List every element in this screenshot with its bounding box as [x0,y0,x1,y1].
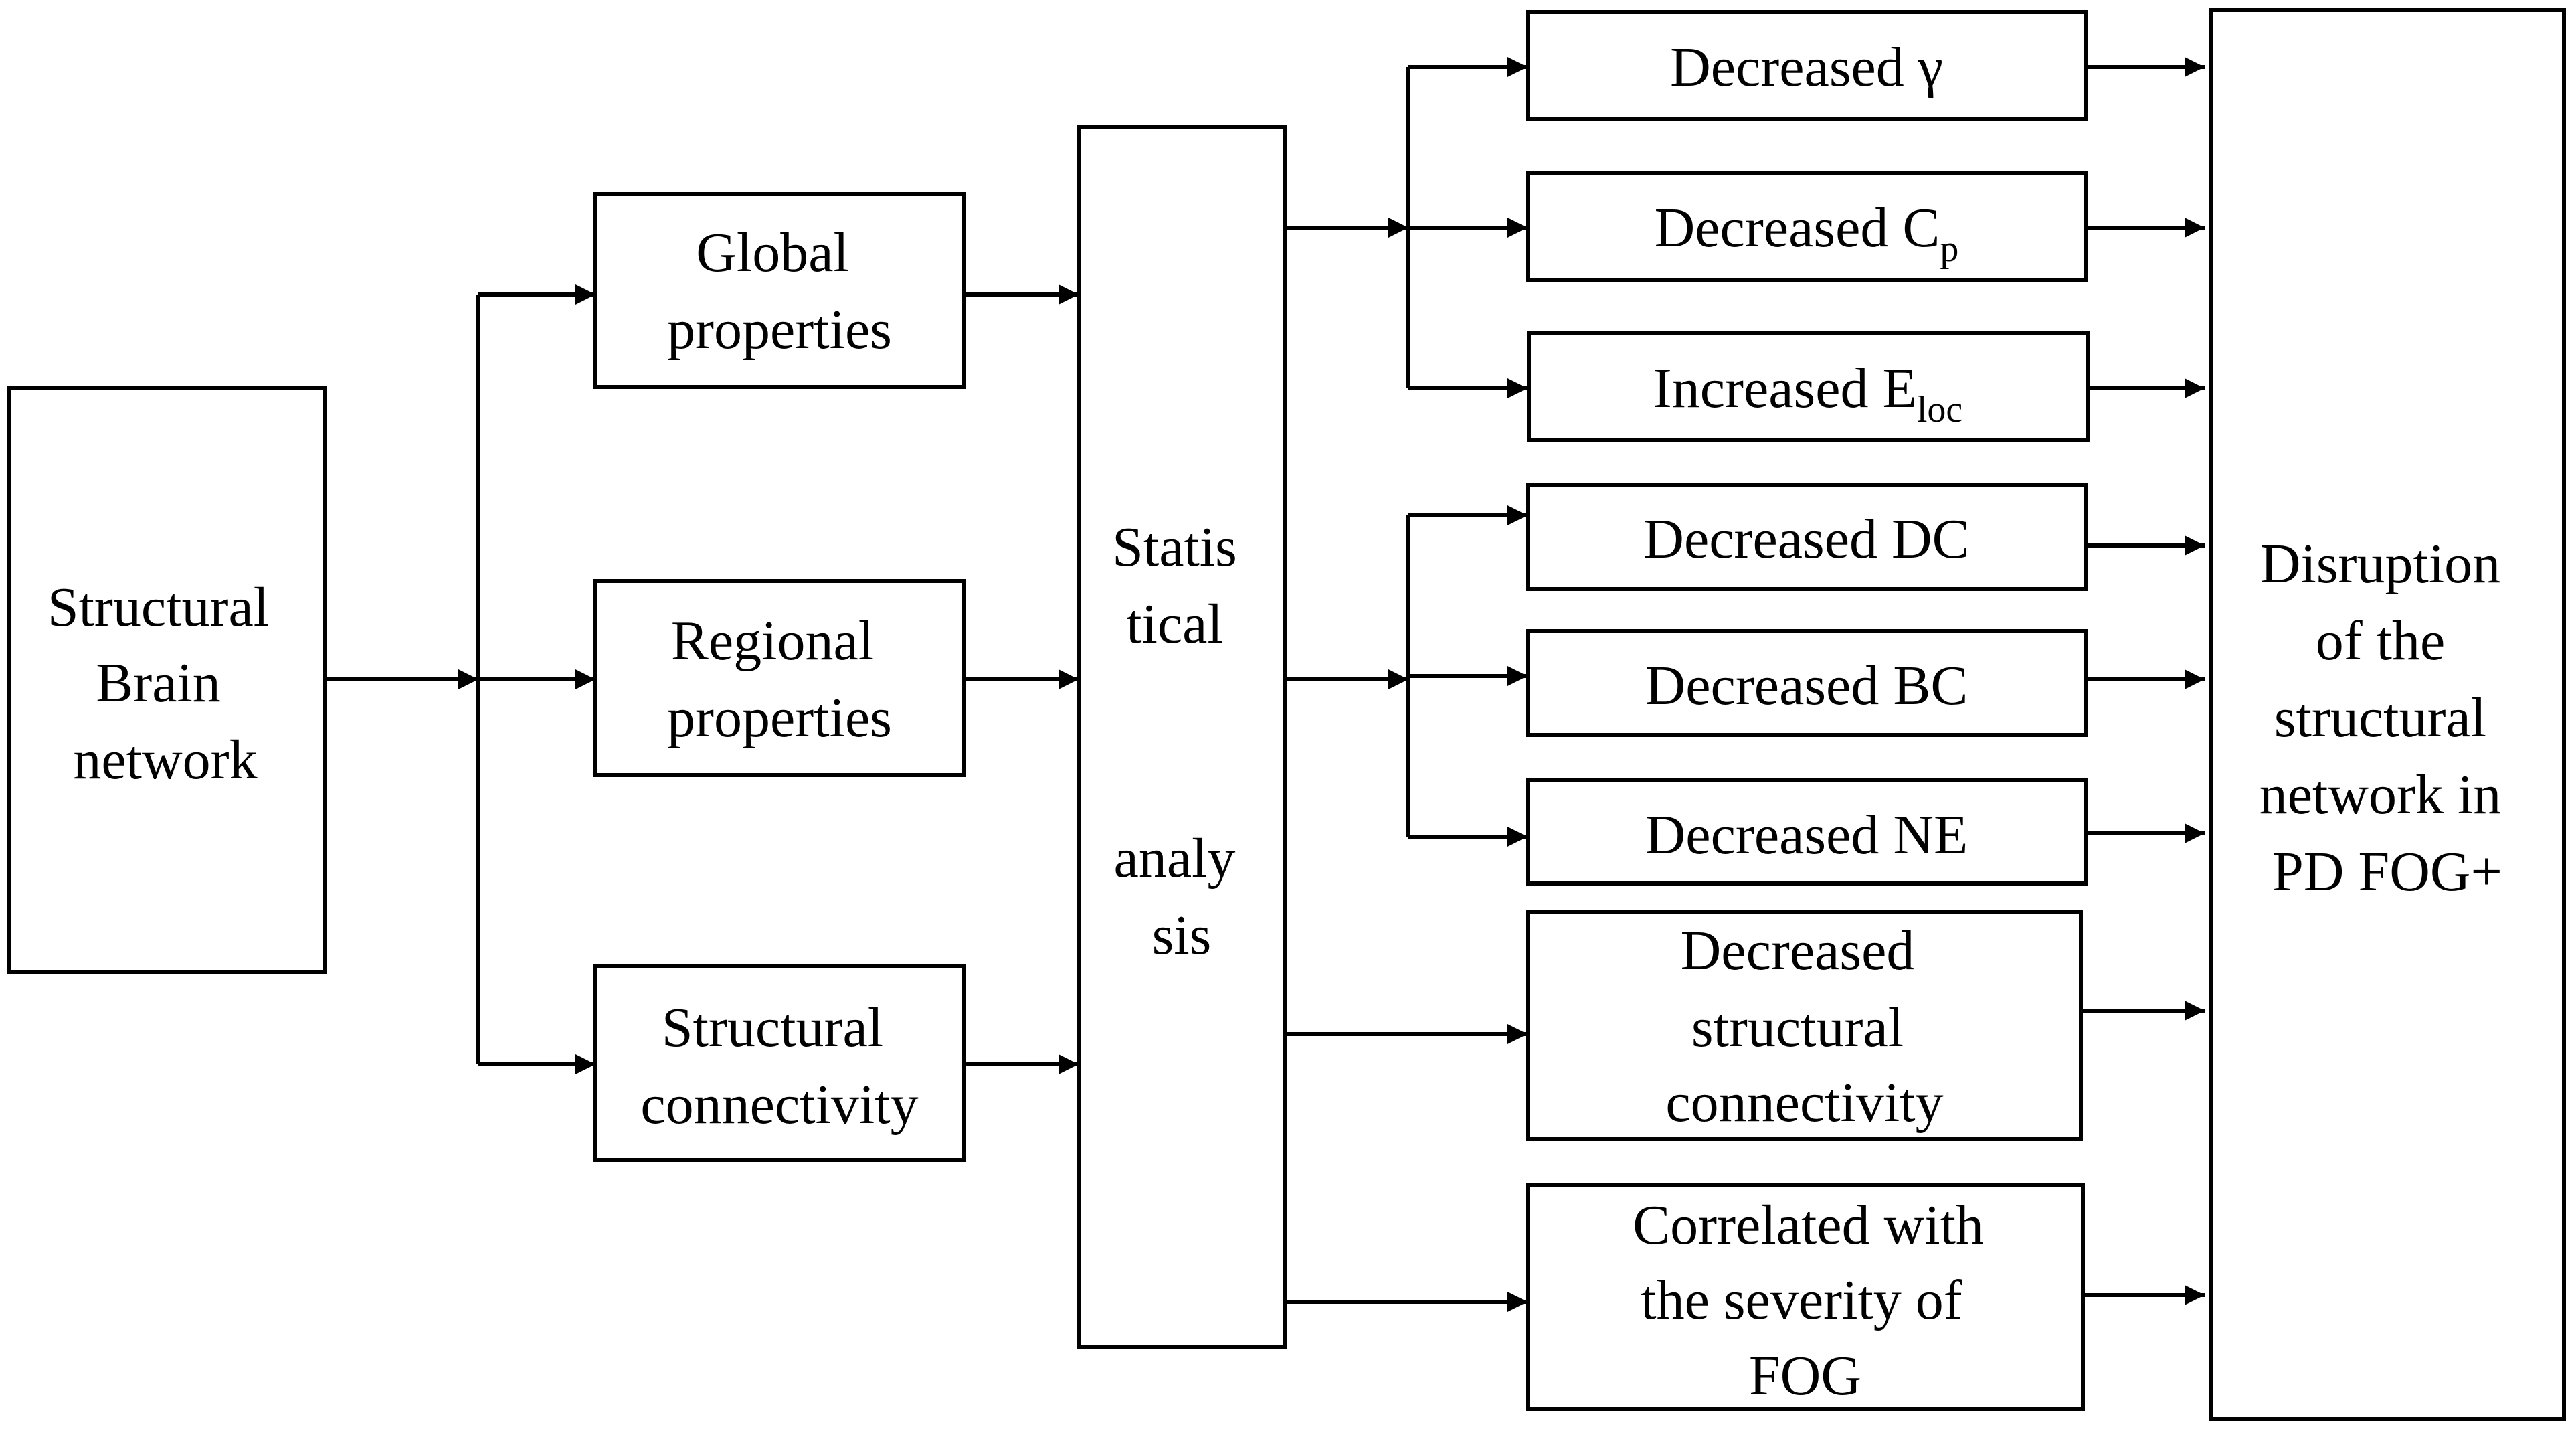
node-line: properties [667,299,892,361]
node-decreased-ne: Decreased NE [1526,778,2088,886]
node-statistical-analysis: Statis tical analy sis [1077,125,1287,1349]
node-global-properties: Global properties [593,192,966,389]
node-text: Decreased γ [1670,36,1943,98]
node-structural-brain-network: Structural Brain network [7,386,327,974]
node-line: Disruption [2260,533,2500,595]
svg-text:Regional properties: Regional properties [667,610,892,749]
node-line: of the [2316,610,2446,672]
svg-text:Correlated with the seve: Correlated with the severity of FOG [1633,1194,1998,1407]
node-line: Brain [96,652,221,714]
node-line: Structural [48,576,269,639]
node-line: connectivity [1665,1072,1943,1134]
svg-text:Increased Eloc: Increased Eloc [1653,357,1963,430]
node-line: the severity of [1641,1269,1962,1331]
node-text: Decreased BC [1645,655,1968,717]
node-line: FOG [1749,1345,1861,1407]
node-subscript: p [1940,228,1958,270]
node-line: analy [1114,827,1236,890]
node-correlated-fog: Correlated with the severity of FOG [1526,1183,2085,1411]
node-text: Increased E [1653,357,1917,420]
node-line: PD FOG+ [2272,841,2502,903]
node-decreased-gamma: Decreased γ [1526,10,2088,121]
svg-text:Disruption of the: Disruption of the structural network in … [2260,533,2516,903]
node-line: Statis [1112,516,1237,578]
node-text: Decreased DC [1643,508,1969,570]
node-text: Decreased NE [1645,804,1968,866]
svg-text:Structural Brain n: Structural Brain network [48,576,283,791]
svg-text:Decreased Cp: Decreased Cp [1655,197,1959,270]
node-decreased-structural-connectivity: Decreased structural connectivity [1526,910,2083,1141]
svg-text:Global properties: Global properties [667,222,892,361]
node-decreased-cp: Decreased Cp [1526,171,2088,282]
node-line: properties [667,687,892,749]
node-line: connectivity [640,1074,918,1136]
svg-text:Decreased structural: Decreased structural connectivity [1665,920,1943,1134]
node-line: structural [1691,997,1904,1059]
node-line: network [73,729,257,791]
node-line: Decreased [1681,920,1915,982]
svg-text:Statis tical analy: Statis tical analy sis [1112,516,1251,966]
node-increased-eloc: Increased Eloc [1527,331,2090,442]
node-line: structural [2274,687,2486,749]
node-regional-properties: Regional properties [593,579,966,777]
node-subscript: loc [1917,389,1962,430]
node-structural-connectivity: Structural connectivity [593,964,966,1162]
node-text: Decreased C [1655,197,1940,259]
node-disruption: Disruption of the structural network in … [2209,8,2566,1421]
node-line: network in [2260,764,2502,826]
node-line: tical [1126,593,1223,655]
node-line: Correlated with [1633,1194,1984,1256]
node-decreased-dc: Decreased DC [1526,483,2088,591]
svg-text:Structural connectivity: Structural connectivity [640,997,918,1136]
node-decreased-bc: Decreased BC [1526,629,2088,737]
node-line: sis [1152,904,1212,966]
node-line: Structural [662,997,883,1059]
connectors [326,57,2205,1312]
node-line: Global [696,222,849,284]
node-line: Regional [671,610,874,672]
